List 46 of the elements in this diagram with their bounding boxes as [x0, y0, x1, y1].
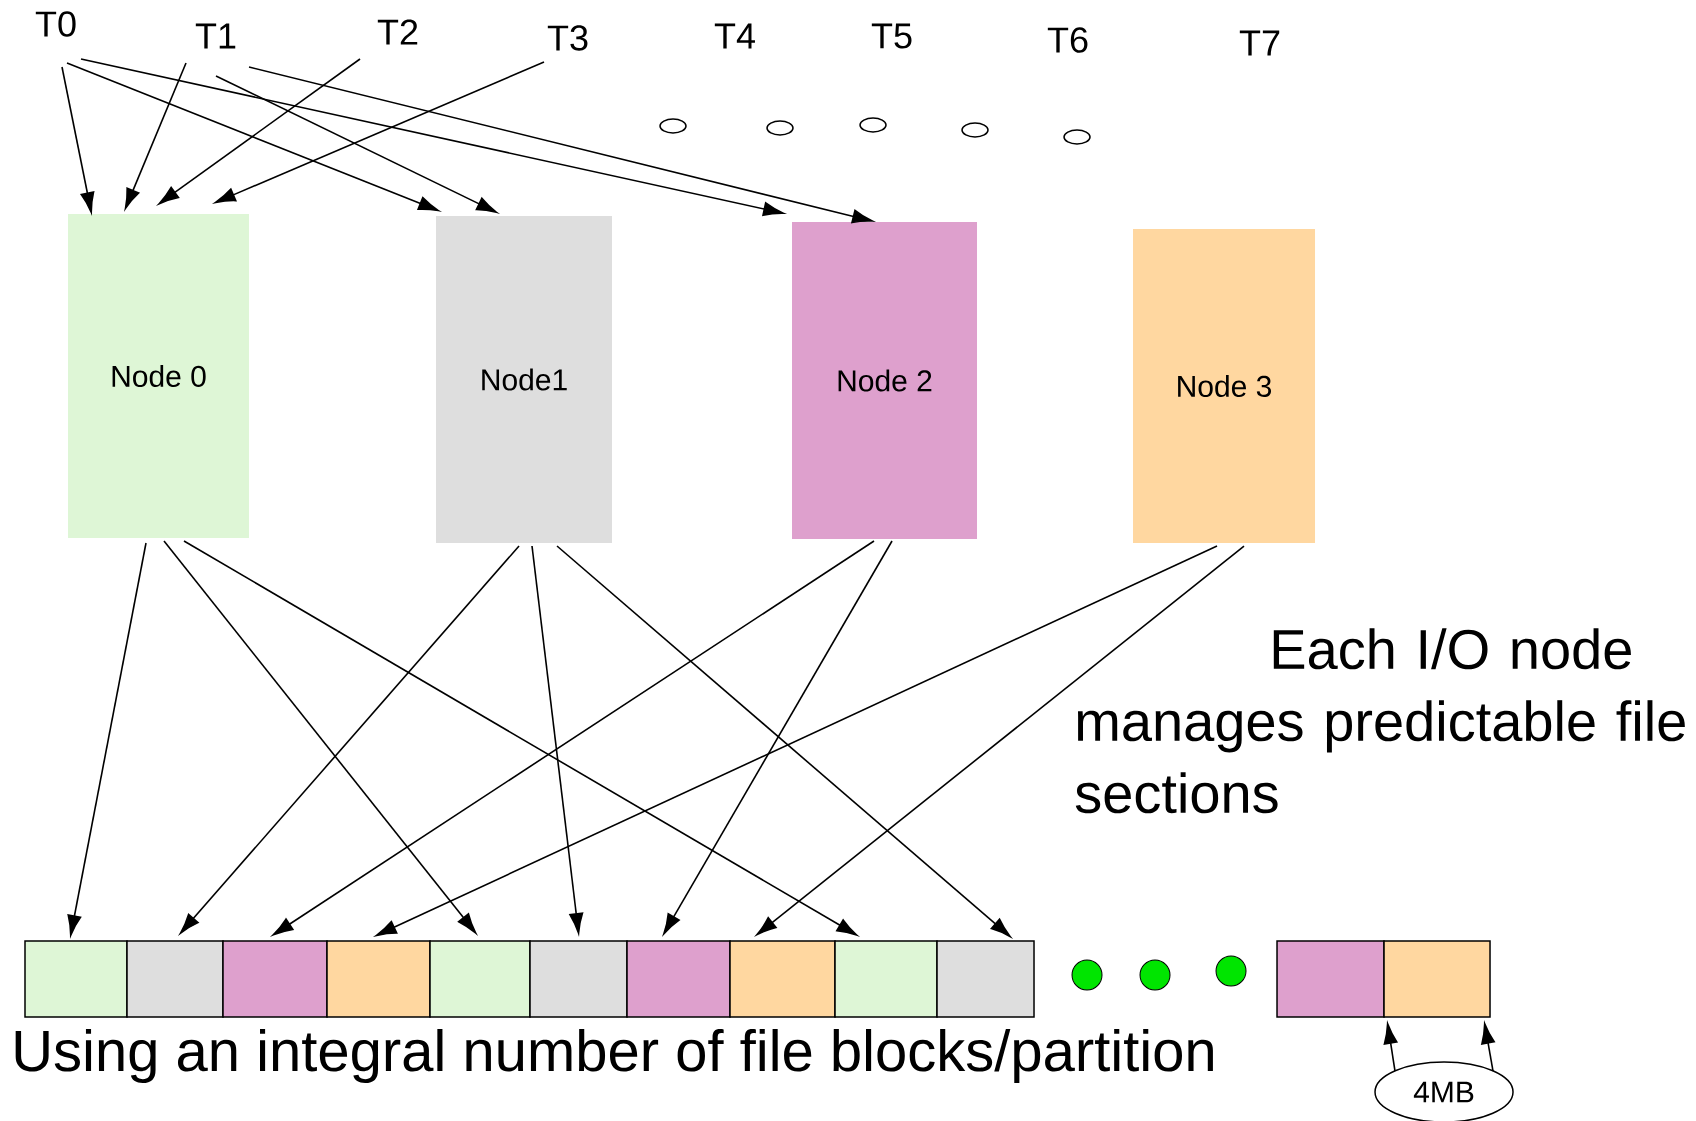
- arrow: [163, 540, 477, 934]
- file-block: [834, 940, 938, 1018]
- file-block: [729, 940, 836, 1018]
- file-block: [936, 940, 1035, 1018]
- arrow: [67, 542, 147, 936]
- io-node-box: Node 0: [68, 214, 249, 538]
- thread-label: T6: [1047, 27, 1088, 53]
- arrow: [272, 540, 875, 936]
- thread-label: T7: [1239, 30, 1280, 56]
- file-block: [326, 940, 431, 1018]
- thread-label: T2: [377, 19, 418, 45]
- arrow: [124, 62, 187, 210]
- caption-text: Using an integral number of file blocks/partition: [15, 1029, 1213, 1084]
- file-block: [1383, 940, 1491, 1018]
- io-node-box: Node 3: [1133, 229, 1315, 543]
- arrow: [663, 540, 893, 935]
- arrow: [179, 545, 520, 934]
- file-block: [529, 940, 628, 1018]
- thread-label: T0: [35, 11, 76, 37]
- file-block: [222, 940, 328, 1018]
- arrow: [1481, 1023, 1495, 1072]
- file-block: [126, 940, 224, 1018]
- io-node-box: Node 2: [792, 222, 977, 539]
- file-block: [626, 940, 731, 1018]
- arrow: [215, 75, 498, 214]
- thread-label: T4: [714, 23, 755, 49]
- io-node-box: Node1: [436, 216, 612, 543]
- arrow: [158, 58, 361, 205]
- arrow: [61, 66, 95, 213]
- arrow: [1383, 1023, 1398, 1072]
- thread-label: T1: [195, 23, 236, 49]
- arrow: [214, 61, 545, 204]
- thread-label: T3: [547, 25, 588, 51]
- arrow: [183, 540, 858, 936]
- file-block: [429, 940, 531, 1018]
- arrow: [80, 58, 784, 216]
- arrow: [756, 545, 1245, 936]
- arrow: [531, 545, 584, 934]
- arrow: [248, 66, 873, 224]
- file-block: [24, 940, 128, 1018]
- thread-label: T5: [871, 23, 912, 49]
- arrow: [375, 545, 1218, 937]
- note-text: Each I/O node manages predictable file sections: [1075, 628, 1685, 814]
- file-block: [1276, 940, 1385, 1018]
- arrow: [66, 62, 440, 212]
- arrow: [556, 545, 1011, 938]
